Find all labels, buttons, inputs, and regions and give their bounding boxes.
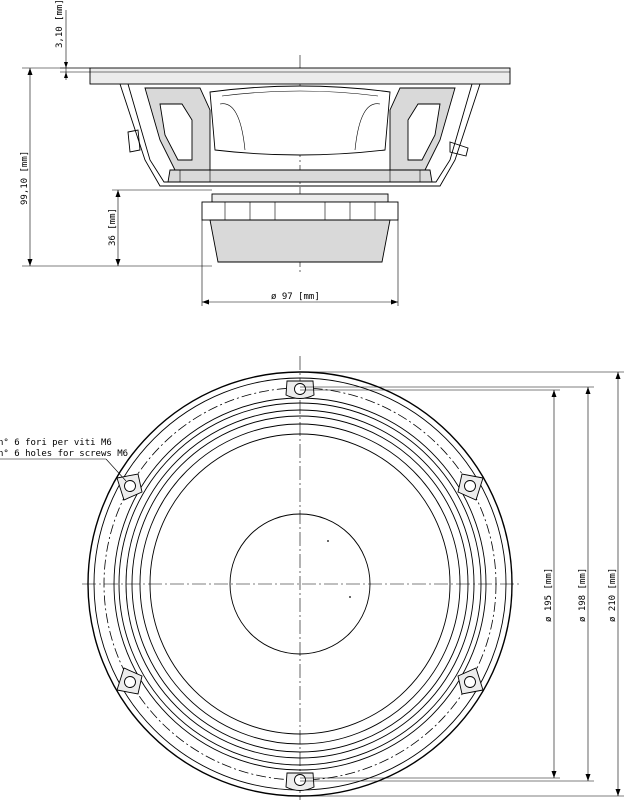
dim-depth-label: 36 [mm] <box>108 208 118 246</box>
holes-note-english: n° 6 holes for screws M6 <box>0 449 128 459</box>
side-flange <box>89 67 511 85</box>
front-view: n° 6 fori per viti M6 n° 6 holes for scr… <box>0 356 624 800</box>
dim-magnet-diameter: ø 97 [mm] <box>201 220 399 306</box>
dim-210-label: ø 210 [mm] <box>608 568 618 622</box>
dim-overall-height: 99,10 [mm] <box>20 67 212 267</box>
dim-195-label: ø 195 [mm] <box>544 568 554 622</box>
side-view: 3,10 [mm] 99,10 [mm] 36 [mm] ø 97 [m <box>20 0 511 306</box>
dim-magnet-depth: 36 [mm] <box>108 189 212 266</box>
mounting-hole <box>116 667 143 695</box>
dim-diameter-195: ø 195 [mm] <box>300 389 560 779</box>
mounting-hole <box>285 772 315 791</box>
dim-diameter-198: ø 198 [mm] <box>300 386 594 782</box>
side-magnet <box>201 193 399 263</box>
front-dust-cap <box>229 513 371 655</box>
mounting-hole <box>457 473 484 501</box>
dim-height-label: 99,10 [mm] <box>20 151 30 205</box>
holes-note-italian: n° 6 fori per viti M6 <box>0 438 112 448</box>
dim-diameter-97-label: ø 97 [mm] <box>271 292 320 302</box>
front-cone-edge <box>149 433 451 735</box>
holes-callout: n° 6 fori per viti M6 n° 6 holes for scr… <box>0 438 128 482</box>
side-basket <box>119 83 481 187</box>
dim-flange-label: 3,10 [mm] <box>55 0 65 48</box>
mounting-hole <box>457 667 484 695</box>
dim-diameter-210: ø 210 [mm] <box>300 371 624 797</box>
mounting-hole <box>116 473 143 501</box>
dim-198-label: ø 198 [mm] <box>578 568 588 622</box>
mounting-holes <box>116 380 484 791</box>
